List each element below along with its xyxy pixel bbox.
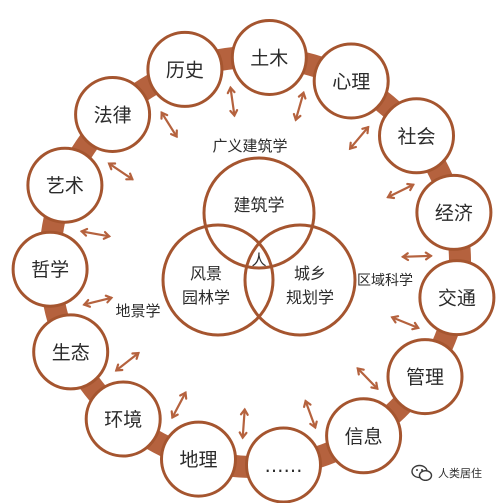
discipline-label-eco: 生态 — [52, 342, 90, 364]
discipline-circle-psych — [312, 42, 390, 120]
discipline-label-econ: 经济 — [435, 202, 473, 224]
arrow-social — [386, 182, 415, 200]
discipline-circle-transport — [418, 259, 496, 337]
discipline-label-geo: 地理 — [179, 449, 217, 471]
landscape-label-line2: 园林学 — [182, 288, 230, 307]
watermark: 人类居住 — [411, 463, 482, 483]
discipline-label-social: 社会 — [397, 126, 435, 148]
arrow-phil — [79, 227, 112, 240]
venn-landscape-circle — [161, 223, 275, 337]
discipline-circles — [11, 19, 496, 503]
urban-label-line2: 规划学 — [286, 288, 334, 307]
regional-science-label: 区域科学 — [357, 273, 413, 289]
discipline-label-transport: 交通 — [438, 288, 476, 310]
discipline-label-info: 信息 — [345, 426, 383, 448]
arrow-transport — [390, 315, 420, 331]
landscape-label-line1: 风景 — [190, 264, 222, 283]
discipline-label-phil: 哲学 — [31, 259, 69, 281]
discipline-circle-geo — [160, 420, 237, 498]
earth-landscape-label: 地景学 — [115, 302, 160, 320]
discipline-circle-law — [74, 76, 152, 153]
discipline-circle-social — [378, 97, 455, 175]
discipline-circle-phil — [11, 230, 89, 308]
venn-architecture-circle — [202, 156, 316, 270]
urban-label-line1: 城乡 — [294, 264, 326, 283]
discipline-circle-eco — [32, 313, 110, 391]
arrow-law — [160, 111, 178, 139]
discipline-label-law: 法律 — [94, 105, 132, 127]
arrow-info — [303, 399, 318, 430]
watermark-text: 人类居住 — [438, 467, 482, 480]
venn-urban-circle — [243, 223, 357, 337]
arrow-eco — [82, 294, 114, 308]
arrow-etc — [238, 407, 249, 440]
wechat-icon — [411, 464, 433, 482]
human-glyph: 人 — [251, 251, 266, 269]
arrow-econ — [400, 251, 433, 262]
discipline-circle-art — [26, 146, 104, 224]
discipline-circle-env — [84, 380, 162, 458]
discipline-circle-info — [325, 397, 403, 475]
arrow-layer — [79, 85, 433, 440]
arrow-civil — [292, 90, 307, 122]
arrow-art — [107, 162, 134, 181]
discipline-circle-etc — [245, 426, 322, 503]
discipline-label-mgmt: 管理 — [406, 367, 444, 389]
discipline-label-history: 历史 — [166, 59, 204, 81]
discipline-circle-civil — [230, 19, 308, 96]
broad-architecture-label: 广义建筑学 — [212, 137, 287, 155]
architecture-label: 建筑学 — [234, 196, 285, 216]
discipline-circle-mgmt — [386, 338, 464, 416]
core-venn: 建筑学 风景 园林学 城乡 规划学 人 — [161, 156, 357, 337]
discipline-circle-history — [146, 30, 224, 108]
discipline-label-psych: 心理 — [332, 71, 370, 93]
discipline-circle-econ — [415, 173, 493, 251]
arrow-mgmt — [356, 367, 379, 390]
discipline-label-civil: 土木 — [250, 48, 288, 70]
discipline-label-art: 艺术 — [46, 175, 84, 197]
arrow-history — [226, 85, 239, 118]
discipline-label-etc: …… — [265, 455, 303, 477]
arrow-env — [114, 351, 140, 372]
discipline-label-env: 环境 — [104, 409, 142, 431]
arrow-geo — [170, 390, 188, 420]
arrow-psych — [348, 125, 370, 151]
